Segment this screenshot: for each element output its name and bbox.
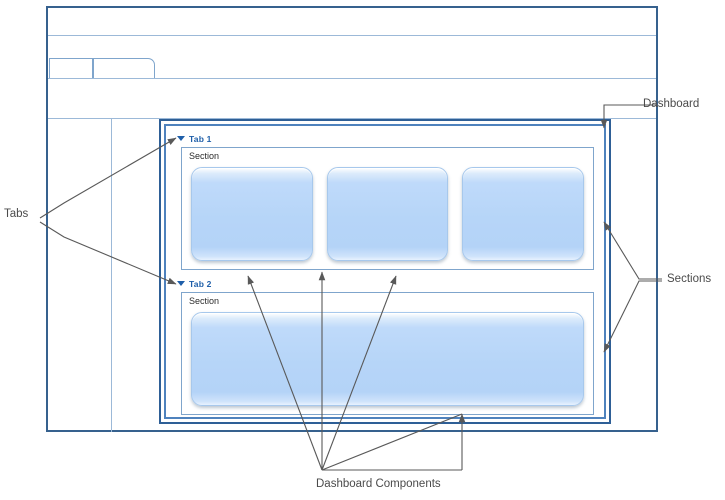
dashboard-inner-frame: Tab 1 Section Tab 2 Se (164, 124, 606, 419)
annotation-label-dashboard-components: Dashboard Components (316, 478, 441, 490)
dashboard-component-2[interactable] (326, 167, 449, 261)
triangle-down-icon (177, 281, 185, 286)
annotation-label-tabs: Tabs (4, 208, 29, 220)
section-2-title: Section (189, 296, 220, 306)
dashboard-region: Tab 1 Section Tab 2 Se (159, 119, 611, 424)
section-box-2: Section (181, 292, 594, 415)
annotation-label-dashboard: Dashboard (643, 98, 700, 110)
tab-2-header[interactable]: Tab 2 (177, 276, 212, 291)
dashboard-component-4[interactable] (191, 312, 584, 406)
section-box-1: Section (181, 147, 594, 270)
content-divider (48, 118, 656, 119)
annotation-label-sections: Sections (667, 273, 712, 285)
tab-group-2: Tab 2 Section (173, 276, 597, 417)
ui-tab-1[interactable] (49, 58, 93, 78)
component-row-2 (191, 312, 584, 406)
tab-2-label: Tab 2 (189, 278, 212, 289)
tab-1-label: Tab 1 (189, 133, 212, 144)
tab-group-1: Tab 1 Section (173, 131, 597, 272)
component-row-1 (191, 167, 585, 261)
tab-1-header[interactable]: Tab 1 (177, 131, 212, 146)
section-1-title: Section (189, 151, 220, 161)
window-title-bar (48, 8, 656, 36)
sidebar-panel (48, 119, 111, 432)
dashboard-component-3[interactable] (462, 167, 585, 261)
ui-tab-2[interactable] (93, 58, 155, 78)
dashboard-component-1[interactable] (191, 167, 313, 261)
window-tabstrip (48, 57, 656, 79)
triangle-down-icon (177, 136, 185, 141)
